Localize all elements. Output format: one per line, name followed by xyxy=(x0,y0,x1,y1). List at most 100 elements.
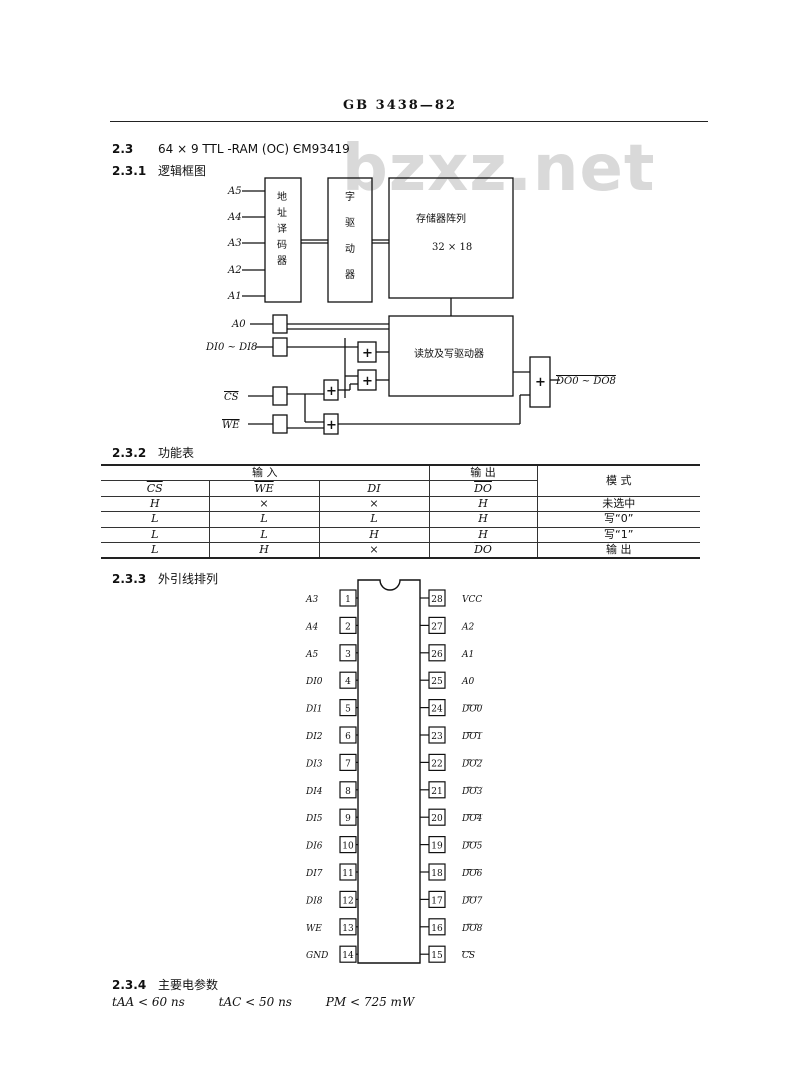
pin-number: 23 xyxy=(431,732,443,742)
cell-di: H xyxy=(318,526,429,543)
section-title: 64 × 9 TTL -RAM (OC) ЄM93419 xyxy=(158,142,350,156)
electrical-params: tAA < 60 ns tAC < 50 ns PM < 725 mW xyxy=(112,995,444,1009)
pin-number: 18 xyxy=(431,869,443,879)
group-input-header: 输 入 xyxy=(101,464,429,481)
pin-number: 15 xyxy=(431,951,443,961)
pin-number: 9 xyxy=(345,814,351,824)
cell-cs: L xyxy=(101,526,209,543)
cell-cs: L xyxy=(101,511,209,528)
pin-number: 16 xyxy=(431,924,443,934)
pin-number: 17 xyxy=(431,896,443,906)
group-output-header: 输 出 xyxy=(428,464,537,481)
pin-name: VCC xyxy=(462,595,482,605)
pin-name: DI0 xyxy=(305,677,323,687)
watermark: bzxz.net xyxy=(342,132,656,206)
section-number: 2.3 xyxy=(112,142,134,156)
logic-diagram: A5 A4 A3 A2 A1 A0 DI0 ~ DI8 CS WE DO0 ~ … xyxy=(205,177,616,435)
pin-name: A2 xyxy=(461,622,474,632)
cell-do: H xyxy=(428,511,537,528)
pin-name: DI4 xyxy=(305,787,323,797)
pin-name: DI3 xyxy=(305,759,323,769)
pin-number: 2 xyxy=(345,622,351,632)
section-2-3-3: 2.3.3 外引线排列 xyxy=(112,570,218,587)
section-number: 2.3.3 xyxy=(112,572,147,586)
section-title: 功能表 xyxy=(158,446,195,460)
pin-number: 22 xyxy=(431,759,442,769)
mode-header: 模 式 xyxy=(536,463,700,497)
table-row: H × × H 未选中 xyxy=(101,495,700,512)
pin-number: 21 xyxy=(431,787,442,797)
section-2-3-2: 2.3.2 功能表 xyxy=(112,444,194,461)
pin-number: 3 xyxy=(345,650,351,660)
section-title: 逻辑框图 xyxy=(158,164,207,178)
pin-name: WE xyxy=(306,924,322,934)
driver-label: 字驱动器 xyxy=(345,190,355,281)
cell-do: H xyxy=(428,526,537,543)
pin-number: 14 xyxy=(342,951,354,961)
pin-name: DO8 xyxy=(461,924,483,934)
pin-name: DO2 xyxy=(461,759,483,769)
table-row: L L H H 写“1” xyxy=(101,526,700,543)
section-number: 2.3.1 xyxy=(112,164,147,178)
pin-name: DO6 xyxy=(461,869,483,879)
pin-name: A5 xyxy=(305,650,318,660)
a0-label: A0 xyxy=(231,319,246,330)
pin-name: DI6 xyxy=(305,842,323,852)
cell-we: L xyxy=(208,526,319,543)
output-buffer-symbol: + xyxy=(535,375,546,390)
array-box xyxy=(388,177,514,299)
cell-mode: 写“0” xyxy=(536,511,700,528)
pin-name: DO3 xyxy=(461,787,483,797)
din-label: DI0 ~ DI8 xyxy=(205,342,257,353)
cell-we: L xyxy=(208,511,319,528)
pin-number: 5 xyxy=(345,705,351,715)
addr-label-a3: A3 xyxy=(227,238,242,249)
pin-number: 25 xyxy=(431,677,443,687)
col-do: DO xyxy=(428,480,537,497)
cell-we: × xyxy=(208,495,319,512)
cell-di: × xyxy=(318,495,429,512)
pin-name: DO5 xyxy=(461,842,483,852)
addr-label-a2: A2 xyxy=(227,265,242,276)
pin-name: CS xyxy=(462,951,475,961)
pin-number: 11 xyxy=(342,869,353,879)
pin-number: 7 xyxy=(345,759,351,769)
col-di: DI xyxy=(318,480,429,497)
table-row: L L L H 写“0” xyxy=(101,511,700,528)
pinout-diagram: 1A32A43A54DI05DI16DI27DI38DI49DI510DI611… xyxy=(305,579,483,964)
array-size: 32 × 18 xyxy=(432,242,472,253)
cell-mode: 输 出 xyxy=(536,541,700,560)
ic-package xyxy=(357,579,421,964)
pin-name: DO7 xyxy=(461,896,483,906)
pin-number: 1 xyxy=(345,595,351,605)
pin-number: 26 xyxy=(431,650,443,660)
pin-number: 27 xyxy=(431,622,443,632)
param-pm: PM < 725 mW xyxy=(325,995,415,1009)
cell-mode: 写“1” xyxy=(536,526,700,543)
adder-2: + xyxy=(362,374,373,389)
pin-number: 24 xyxy=(431,705,443,715)
page-header: GB 3438—82 xyxy=(343,98,457,113)
pin-name: DI8 xyxy=(305,896,323,906)
pin-number: 12 xyxy=(342,896,353,906)
pin-number: 13 xyxy=(342,924,354,934)
pin-number: 6 xyxy=(345,732,351,742)
pin-name: DO1 xyxy=(461,732,482,742)
cell-do: DO xyxy=(428,541,537,560)
cell-cs: H xyxy=(101,495,209,512)
pin-number: 4 xyxy=(345,677,351,687)
rw-label: 读放及写驱动器 xyxy=(414,347,484,360)
section-title: 外引线排列 xyxy=(158,572,219,586)
pin-name: A0 xyxy=(461,677,474,687)
adder-3: + xyxy=(326,384,337,399)
pin-name: A1 xyxy=(461,650,474,660)
section-2-3-1: 2.3.1 逻辑框图 xyxy=(112,162,206,179)
pin-name: DO0 xyxy=(461,705,483,715)
pin-name: A4 xyxy=(305,622,318,632)
array-label: 存储器阵列 xyxy=(416,212,466,225)
pin-name: DI1 xyxy=(305,705,323,715)
section-number: 2.3.2 xyxy=(112,446,147,460)
pin-name: A3 xyxy=(305,595,318,605)
addr-label-a1: A1 xyxy=(227,291,242,302)
